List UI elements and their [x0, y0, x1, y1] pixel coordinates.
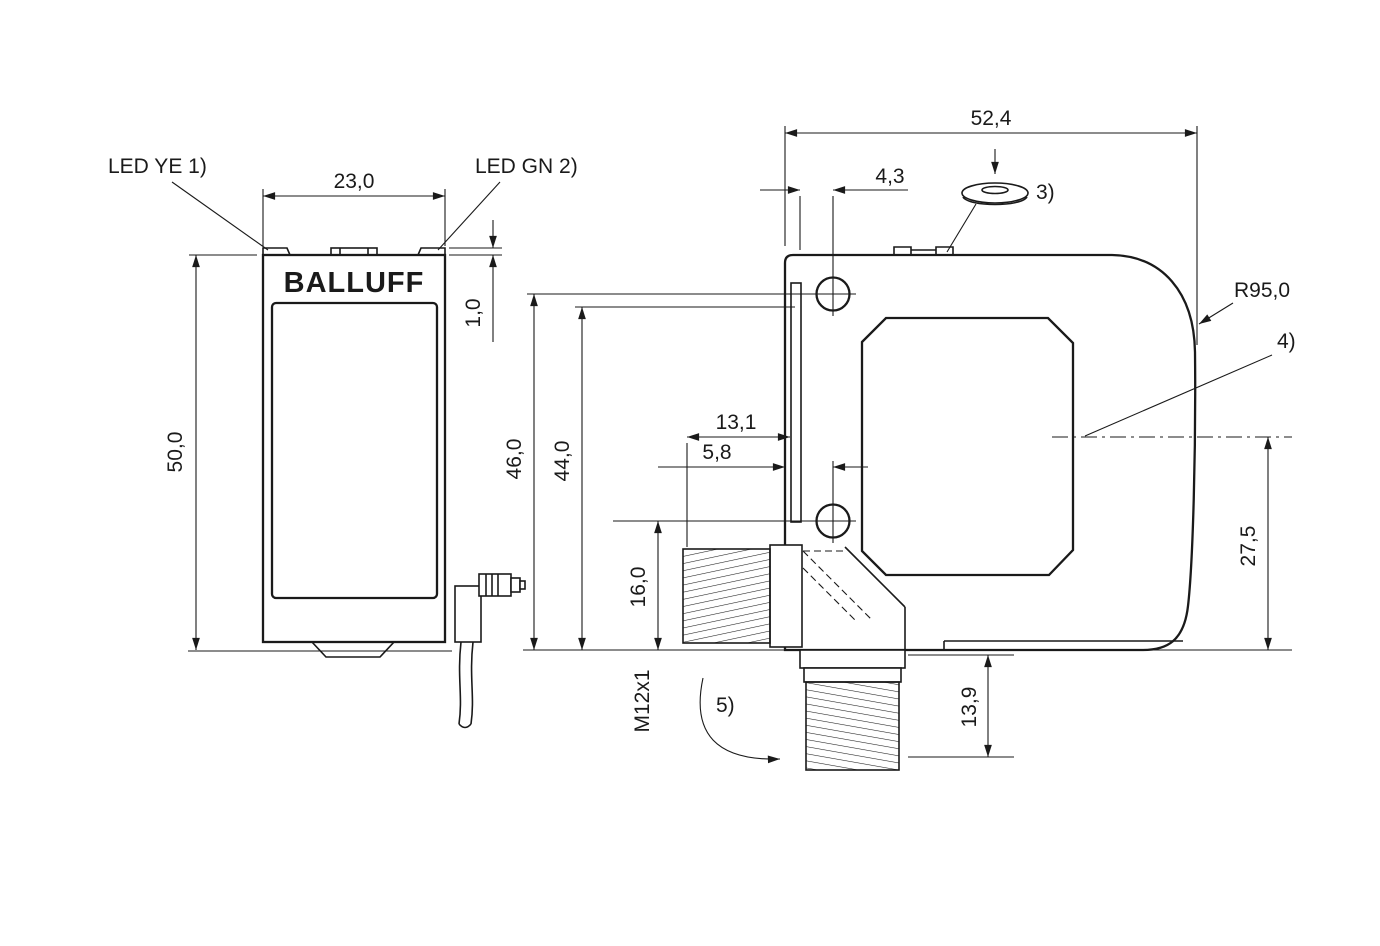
svg-text:50,0: 50,0	[164, 432, 187, 473]
radius-leader	[1198, 302, 1234, 325]
dim-height-44: 44,0	[551, 306, 795, 650]
svg-text:52,4: 52,4	[971, 107, 1012, 130]
optical-window	[860, 316, 1075, 577]
pigtail-barrel	[478, 573, 512, 597]
front-top-detail	[330, 247, 378, 256]
svg-text:1,0: 1,0	[462, 298, 485, 327]
svg-text:4): 4)	[1277, 330, 1296, 353]
dim-front-height: 50,0	[164, 254, 257, 650]
callout-led-green: LED GN 2)	[437, 155, 578, 251]
dim-axis-height: 27,5	[1237, 437, 1272, 650]
top-clamp	[893, 246, 954, 255]
side-view	[523, 149, 1292, 771]
dim-height-16: 16,0	[613, 520, 856, 650]
pigtail-cable	[458, 641, 462, 725]
m12-connector	[682, 544, 906, 771]
svg-text:LED GN 2): LED GN 2)	[475, 155, 578, 178]
note-4-leader	[1084, 354, 1273, 437]
led-yellow-leader	[171, 181, 269, 251]
front-body	[261, 253, 447, 644]
led-green-leader	[437, 181, 501, 251]
svg-text:4,3: 4,3	[875, 165, 904, 188]
led-green-tab	[417, 247, 446, 256]
callout-led-yellow: LED YE 1)	[108, 155, 269, 251]
connector-thread-horizontal	[682, 548, 771, 644]
disc-leader	[946, 203, 977, 253]
svg-text:5,8: 5,8	[702, 441, 731, 464]
mounting-slot	[790, 282, 802, 523]
svg-text:13,9: 13,9	[958, 687, 981, 728]
connector-collar-vertical	[799, 649, 906, 669]
connector-thread-vertical	[805, 681, 900, 771]
dim-face-to-hole: 5,8	[658, 441, 868, 543]
svg-text:27,5: 27,5	[1237, 526, 1260, 567]
note-3: 3)	[1036, 181, 1055, 204]
front-bottom-boss	[310, 641, 396, 658]
dim-led-lip: 1,0	[449, 220, 502, 342]
svg-text:5): 5)	[716, 694, 735, 717]
connector-collar-horizontal	[769, 544, 803, 648]
rotation-arrow	[699, 677, 781, 764]
pigtail-tip	[510, 577, 521, 593]
front-view: BALLUFF	[188, 247, 452, 658]
fixing-disc	[946, 149, 1029, 253]
side-body	[783, 253, 1197, 652]
callout-radius: R95,0	[1198, 279, 1290, 325]
dim-hole-offset: 4,3	[760, 165, 908, 316]
svg-text:44,0: 44,0	[551, 441, 574, 482]
dim-height-46: 46,0	[503, 293, 856, 650]
svg-text:13,1: 13,1	[716, 411, 757, 434]
svg-text:LED YE 1): LED YE 1)	[108, 155, 207, 178]
pigtail-connector	[454, 573, 526, 729]
svg-text:23,0: 23,0	[334, 170, 375, 193]
led-yellow-tab	[262, 247, 291, 256]
svg-text:R95,0: R95,0	[1234, 279, 1290, 302]
front-window	[270, 301, 439, 600]
dim-front-width: 23,0	[262, 170, 446, 246]
dim-connector-depth: 13,9	[908, 654, 1014, 758]
callout-note-4: 4)	[1084, 330, 1296, 437]
dim-connector-protrusion: 13,1	[686, 411, 790, 547]
thread-label: M12x1	[631, 669, 654, 732]
dim-body-length: 52,4	[784, 107, 1198, 345]
brand-logo: BALLUFF	[284, 267, 425, 299]
svg-text:46,0: 46,0	[503, 439, 526, 480]
front-dimensions: 23,0 50,0 1,0 LED YE 1) LED GN 2)	[108, 155, 578, 650]
pigtail-elbow	[454, 585, 482, 643]
svg-text:16,0: 16,0	[627, 567, 650, 608]
callout-note-5: 5)	[699, 677, 781, 764]
side-dimensions: 52,4 4,3 13,1 5,8 46,0	[503, 107, 1296, 764]
